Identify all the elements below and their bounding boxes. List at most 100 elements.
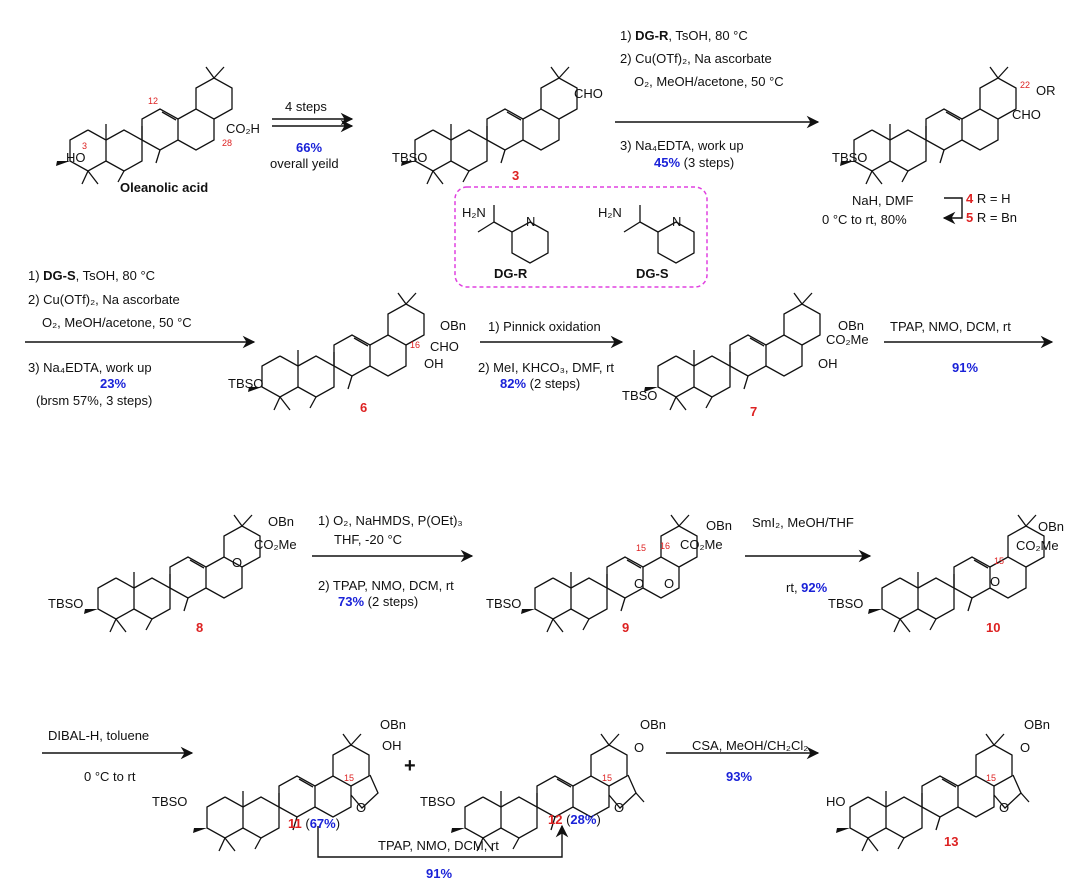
dgs-nh2: H₂N [598,205,622,220]
c9-o15: O [634,576,645,591]
c6-obn: OBn [440,318,467,333]
compound-10-number: 10 [986,620,1001,635]
step9-line2: 0 °C to rt [84,769,136,784]
dgr-n: N [526,214,536,229]
c45-cho: CHO [1012,107,1041,122]
skeleton-10 [867,514,1045,633]
c11-tbso: TBSO [152,794,188,809]
c45-or: OR [1036,83,1056,98]
c8-o: O [232,555,243,570]
c8-obn: OBn [268,514,295,529]
skeleton-9 [520,514,698,633]
step10-reagent: CSA, MeOH/CH₂Cl₂ [692,738,809,753]
c8-tbso: TBSO [48,596,84,611]
c13-ring-o: O [999,800,1010,815]
step2-line4: 3) Na₄EDTA, work up [620,138,744,153]
compound-12-label: 12 (28%) [548,812,601,827]
c9-tbso: TBSO [486,596,522,611]
dgr-nh2: H₂N [462,205,486,220]
dgs-n: N [672,214,682,229]
c3-tbso: TBSO [392,150,428,165]
ring-label-3: 3 [82,141,88,151]
ring-label-22: 22 [1020,80,1031,90]
compound-3-number: 3 [512,168,520,183]
dg-box [454,186,708,288]
ring-label-15-11: 15 [344,773,355,783]
step4-line5: (brsm 57%, 3 steps) [36,393,153,408]
skeleton-7 [643,292,821,411]
c9-co2me: CO₂Me [680,537,723,552]
c7-oh: OH [818,356,838,371]
step4-line2: 2) Cu(OTf)₂, Na ascorbate [28,292,180,307]
compound-7-number: 7 [750,404,758,419]
c7-obn: OBn [838,318,865,333]
skeleton-12 [450,733,628,852]
step3-line1: NaH, DMF [852,193,914,208]
c13-ho: HO [826,794,846,809]
c10-tbso: TBSO [828,596,864,611]
ring-label-16: 16 [410,340,421,350]
label-5: 5 R = Bn [966,210,1017,225]
dgr-label: DG-R [494,266,528,281]
compound-8-number: 8 [196,620,204,635]
step7-line2: THF, -20 °C [334,532,403,547]
step8-line1: SmI₂, MeOH/THF [752,515,854,530]
c11-o: O [356,800,367,815]
c6-tbso: TBSO [228,376,264,391]
step7-line3: 2) TPAP, NMO, DCM, rt [318,578,454,593]
step3-line2: 0 °C to rt, 80% [822,212,907,227]
skeleton-4-5 [839,66,1017,185]
step4-line4: 3) Na₄EDTA, work up [28,360,152,375]
c12-tbso: TBSO [420,794,456,809]
c45-tbso: TBSO [832,150,868,165]
step2-line1: 1) DG-R, TsOH, 80 °C [620,28,748,43]
c10-co2me: CO₂Me [1016,538,1059,553]
step1-note: overall yeild [270,156,339,171]
step4-line1: 1) DG-S, TsOH, 80 °C [28,268,156,283]
step7-line1: 1) O₂, NaHMDS, P(OEt)₃ [318,513,463,528]
dgs-label: DG-S [636,266,669,281]
step2-line3: O₂, MeOH/acetone, 50 °C [634,74,784,89]
step6-yield: 91% [952,360,979,375]
c7-tbso: TBSO [622,388,658,403]
c12-carbonyl-o: O [634,740,645,755]
step2-yield-line: 45% (3 steps) [654,155,735,170]
c10-obn: OBn [1038,519,1065,534]
c3-cho: CHO [574,86,603,101]
c13-carbonyl-o: O [1020,740,1031,755]
c13-obn: OBn [1024,717,1051,732]
c6-cho: CHO [430,339,459,354]
oleanolic-co2h: CO₂H [226,121,260,136]
skeleton-13 [835,733,1013,852]
c8-co2me: CO₂Me [254,537,297,552]
step5-line1: 1) Pinnick oxidation [488,319,601,334]
c9-o16: O [664,576,675,591]
step9-line1: DIBAL-H, toluene [48,728,150,743]
step5-yield-line: 82% (2 steps) [500,376,581,391]
compound-6-number: 6 [360,400,368,415]
step1-reagent: 4 steps [285,99,327,114]
skeleton-11 [192,733,370,852]
plus-sign: + [404,755,416,777]
c9-obn: OBn [706,518,733,533]
c6-oh: OH [424,356,444,371]
c12-ring-o: O [614,800,625,815]
compound-9-number: 9 [622,620,630,635]
oleanolic-name: Oleanolic acid [120,180,209,195]
dg-structures [477,205,695,264]
skeleton-oleanolic [55,66,233,185]
ring-label-15-13: 15 [986,773,997,783]
ring-label-15: 15 [636,543,647,553]
step6-reagent: TPAP, NMO, DCM, rt [890,319,1011,334]
skeleton-3 [400,66,578,185]
compound-11-label: 11 (67%) [288,816,341,831]
step4-yield: 23% [100,376,127,391]
step5-line2: 2) MeI, KHCO₃, DMF, rt [478,360,615,375]
ring-label-12: 12 [148,96,159,106]
skeleton-8 [83,514,261,633]
label-4: 4 R = H [966,191,1011,206]
arrows [25,112,1054,858]
ring-label-16-9: 16 [660,541,671,551]
step7-yield-line: 73% (2 steps) [338,594,419,609]
